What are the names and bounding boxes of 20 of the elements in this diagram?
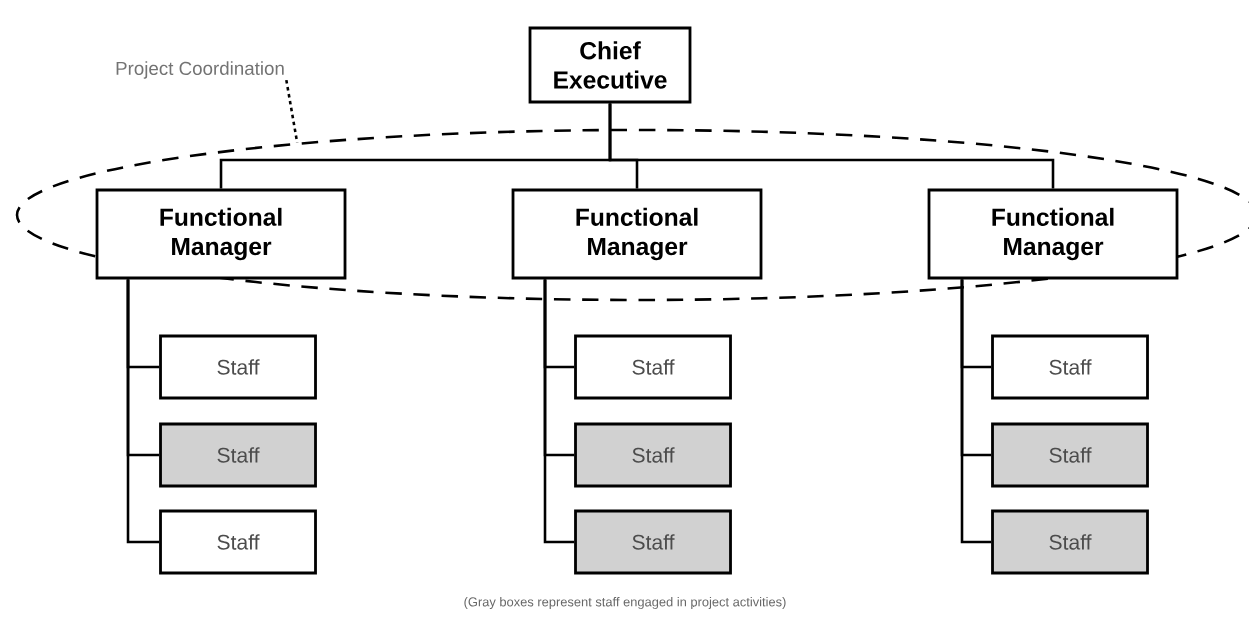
connector-line (126, 279, 160, 544)
leader-line (285, 79, 299, 143)
executive-box: Chief Executive (528, 26, 692, 104)
staff-box: Staff (991, 422, 1149, 488)
staff-box: Staff (991, 509, 1149, 575)
callout-label: Project Coordination (116, 61, 284, 79)
caption: (Gray boxes represent staff engaged in project activities) (464, 597, 786, 609)
staff-box: Staff (574, 422, 732, 488)
connector-line (608, 103, 1055, 189)
connector-line (543, 279, 575, 544)
staff-box: Staff (159, 509, 317, 575)
manager-box: Functional Manager (511, 188, 763, 280)
manager-box: Functional Manager (927, 188, 1179, 280)
staff-box: Staff (574, 334, 732, 400)
staff-box: Staff (159, 422, 317, 488)
connector-line (960, 279, 992, 544)
staff-box: Staff (991, 334, 1149, 400)
staff-box: Staff (159, 334, 317, 400)
staff-box: Staff (574, 509, 732, 575)
manager-box: Functional Manager (95, 188, 347, 280)
